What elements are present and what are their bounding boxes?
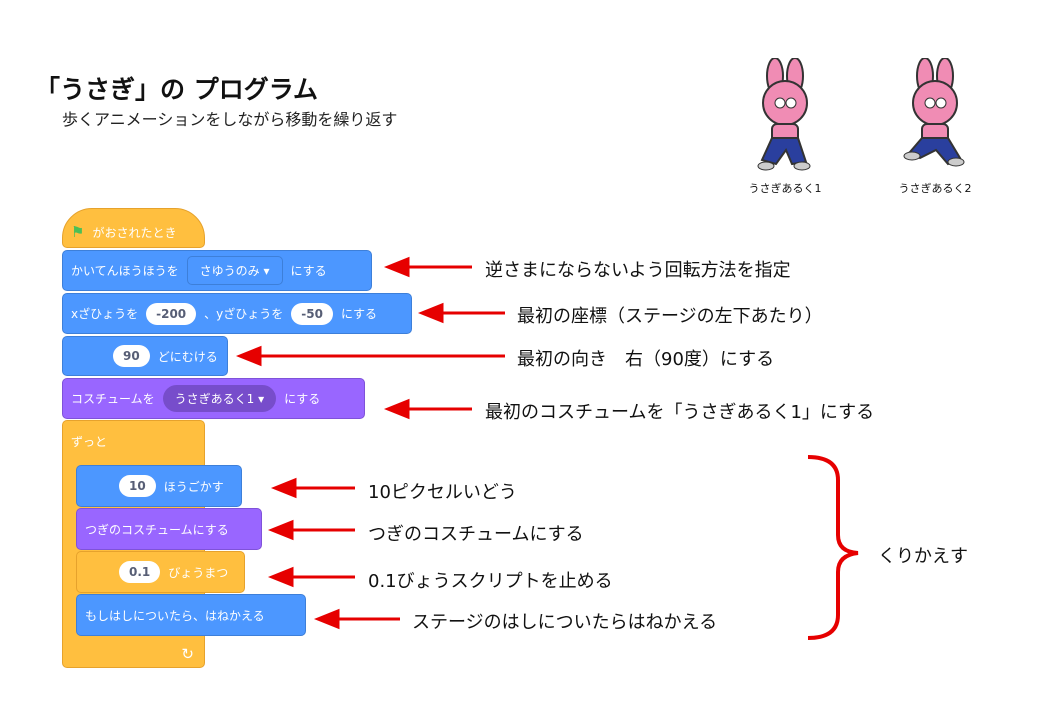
note: 最初の向き 右（90度）にする [517, 349, 775, 370]
block-label: にする [290, 264, 327, 278]
direction-input[interactable]: 90 [113, 345, 150, 367]
x-input[interactable]: -200 [146, 302, 197, 325]
loop-arrow-icon: ↻ [181, 645, 194, 663]
block-label: がおされたとき [92, 225, 177, 240]
note: つぎのコスチュームにする [368, 524, 584, 545]
arrowhead [267, 519, 294, 541]
arrowhead [417, 302, 444, 324]
note: 逆さまにならないよう回転方法を指定 [485, 260, 791, 281]
y-input[interactable]: -50 [291, 302, 333, 325]
block-label: コスチュームを [71, 392, 155, 406]
costume-caption: うさぎあるく2 [898, 182, 972, 195]
go-to-xy-block[interactable]: xざひょうを -200 、yざひょうを -50 にする [62, 293, 412, 334]
note: 10ピクセルいどう [368, 482, 517, 503]
note: 最初の座標（ステージの左下あたり） [517, 306, 823, 327]
note: 0.1びょうスクリプトを止める [368, 571, 613, 592]
note: 最初のコスチュームを「うさぎあるく1」にする [485, 402, 875, 423]
wait-block[interactable]: 0.1 びょうまつ [76, 551, 245, 593]
set-rotation-style-block[interactable]: かいてんほうほうをさゆうのみ ▾ にする [62, 250, 372, 291]
note: ステージのはしについたらはねかえる [412, 612, 718, 633]
costume-dropdown[interactable]: うさぎあるく1 ▾ [162, 385, 277, 412]
block-label: にする [284, 392, 321, 406]
block-label: 、yざひょうを [204, 307, 284, 321]
block-label: つぎのコスチュームにする [85, 522, 229, 537]
arrowhead [383, 256, 410, 278]
move-steps-block[interactable]: 10 ほうごかす [76, 465, 242, 507]
arrowhead [235, 345, 262, 367]
bounce-on-edge-block[interactable]: もしはしについたら、はねかえる [76, 594, 306, 636]
subtitle: 歩くアニメーションをしながら移動を繰り返す [62, 110, 398, 129]
point-in-direction-block[interactable]: 90 どにむける [62, 336, 228, 376]
seconds-input[interactable]: 0.1 [119, 561, 161, 583]
block-label: xざひょうを [71, 307, 139, 321]
brace [807, 455, 859, 640]
rabbit-costume-1-image [757, 58, 811, 171]
block-label: かいてんほうほうを [71, 264, 179, 278]
when-flag-clicked-block[interactable]: ⚑ がおされたとき [62, 208, 205, 248]
arrowhead [383, 398, 410, 420]
page-title: 「うさぎ」の プログラム [35, 75, 318, 104]
block-label: ほうごかす [163, 479, 224, 494]
arrowhead [313, 608, 340, 630]
rotation-style-dropdown[interactable]: さゆうのみ ▾ [186, 256, 283, 285]
block-label: びょうまつ [168, 565, 229, 580]
arrowhead [267, 566, 294, 588]
green-flag-icon: ⚑ [71, 223, 85, 241]
block-label: にする [340, 307, 378, 321]
switch-costume-block[interactable]: コスチュームをうさぎあるく1 ▾ にする [62, 378, 365, 419]
block-label: どにむける [157, 349, 218, 364]
rabbit-costume-2-image [903, 58, 965, 167]
costume-caption: うさぎあるく1 [748, 182, 822, 195]
block-label: もしはしについたら、はねかえる [85, 608, 265, 623]
brace-label: くりかえす [878, 546, 968, 567]
next-costume-block[interactable]: つぎのコスチュームにする [76, 508, 262, 550]
steps-input[interactable]: 10 [119, 475, 156, 497]
block-label: ずっと [71, 435, 108, 449]
arrowhead [270, 477, 297, 499]
